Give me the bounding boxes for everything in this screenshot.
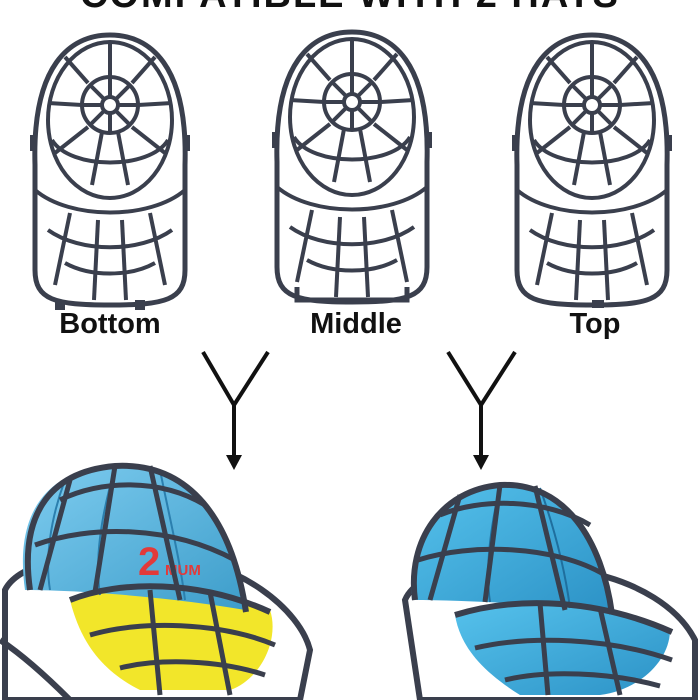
hat-left: 2 MUM [0, 462, 314, 700]
hat-print-number: 2 [138, 540, 160, 584]
hat-right [401, 481, 698, 700]
arrow-right [446, 350, 517, 470]
frame-top [512, 35, 672, 308]
headline: COMPATIBLE WITH 2 HATS [0, 0, 700, 17]
label-bottom: Bottom [59, 308, 161, 340]
frame-bottom [30, 35, 190, 310]
arrow-left [201, 350, 270, 470]
label-top: Top [569, 308, 621, 340]
frame-middle [272, 32, 432, 302]
label-middle: Middle [310, 308, 402, 340]
